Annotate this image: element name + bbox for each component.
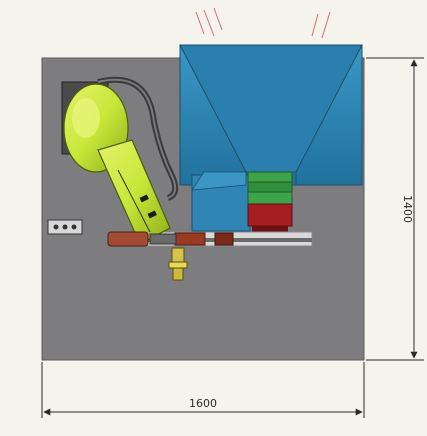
industrial-robot-arm-icon — [61, 76, 188, 281]
control-panel-icon — [47, 219, 83, 235]
height-dimension-label: 1400 — [401, 195, 414, 223]
feed-hopper-icon — [179, 44, 363, 232]
part-stack — [247, 171, 293, 232]
width-dimension — [41, 362, 365, 418]
height-dimension — [366, 57, 424, 361]
width-dimension-label: 1600 — [189, 397, 217, 410]
